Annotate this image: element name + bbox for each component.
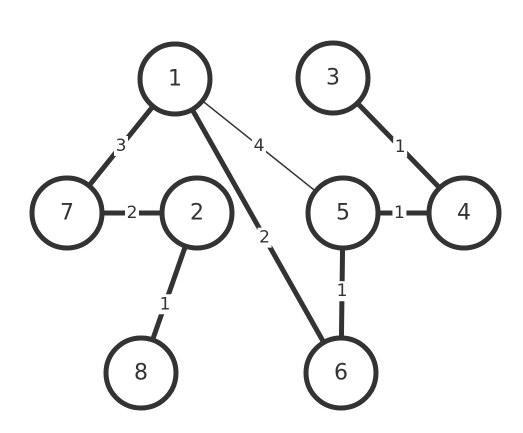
edge-weight-background (257, 227, 272, 248)
edge-5-6: 1 (335, 245, 350, 341)
edge-weight-background (114, 136, 128, 156)
edge-1-7: 3 (86, 103, 156, 189)
node-circle (426, 175, 502, 251)
edge-weight-label: 1 (394, 203, 405, 223)
node-2: 2 (159, 175, 235, 251)
edge-weight-label: 3 (116, 136, 127, 156)
node-label: 5 (336, 201, 350, 226)
node-4: 4 (426, 175, 502, 251)
node-8: 8 (103, 335, 179, 411)
edge-weight-label: 1 (395, 137, 406, 157)
edge-weight-label: 2 (127, 203, 138, 223)
edge-weight-label: 2 (259, 228, 270, 248)
node-circle (305, 175, 381, 251)
edge-line (150, 243, 188, 343)
node-circle (137, 41, 213, 117)
edge-weight-background (252, 136, 266, 156)
node-label: 6 (334, 361, 348, 386)
node-label: 8 (134, 361, 148, 386)
edge-7-2: 2 (99, 203, 165, 223)
node-5: 5 (305, 175, 381, 251)
edge-weight-background (125, 203, 139, 223)
edge-weight-background (392, 203, 407, 223)
node-6: 6 (303, 335, 379, 411)
node-circle (29, 175, 105, 251)
node-label: 1 (168, 67, 182, 92)
node-3: 3 (295, 40, 371, 116)
edge-line (189, 106, 327, 346)
edge-1-6: 2 (189, 106, 327, 346)
edge-weight-label: 1 (337, 281, 348, 301)
node-circle (103, 335, 179, 411)
node-7: 7 (29, 175, 105, 251)
node-circle (303, 335, 379, 411)
node-label: 2 (190, 201, 204, 226)
edge-5-4: 1 (375, 203, 432, 223)
edge-1-5: 4 (201, 100, 317, 192)
node-label: 4 (457, 201, 471, 226)
node-1: 1 (137, 41, 213, 117)
nodes-layer: 1 2 3 4 5 6 7 8 (29, 40, 502, 411)
node-circle (159, 175, 235, 251)
node-label: 7 (60, 201, 74, 226)
edge-2-8: 1 (150, 243, 188, 343)
node-label: 3 (326, 66, 340, 91)
edge-weight-background (393, 137, 408, 158)
edges-layer: 3 2 4 1 2 1 1 1 (86, 100, 443, 346)
edge-weight-background (335, 281, 350, 302)
edge-weight-label: 4 (254, 136, 265, 156)
edge-weight-background (158, 294, 173, 315)
edge-weight-label: 1 (160, 294, 171, 314)
edge-3-4: 1 (354, 100, 443, 191)
node-circle (295, 40, 371, 116)
